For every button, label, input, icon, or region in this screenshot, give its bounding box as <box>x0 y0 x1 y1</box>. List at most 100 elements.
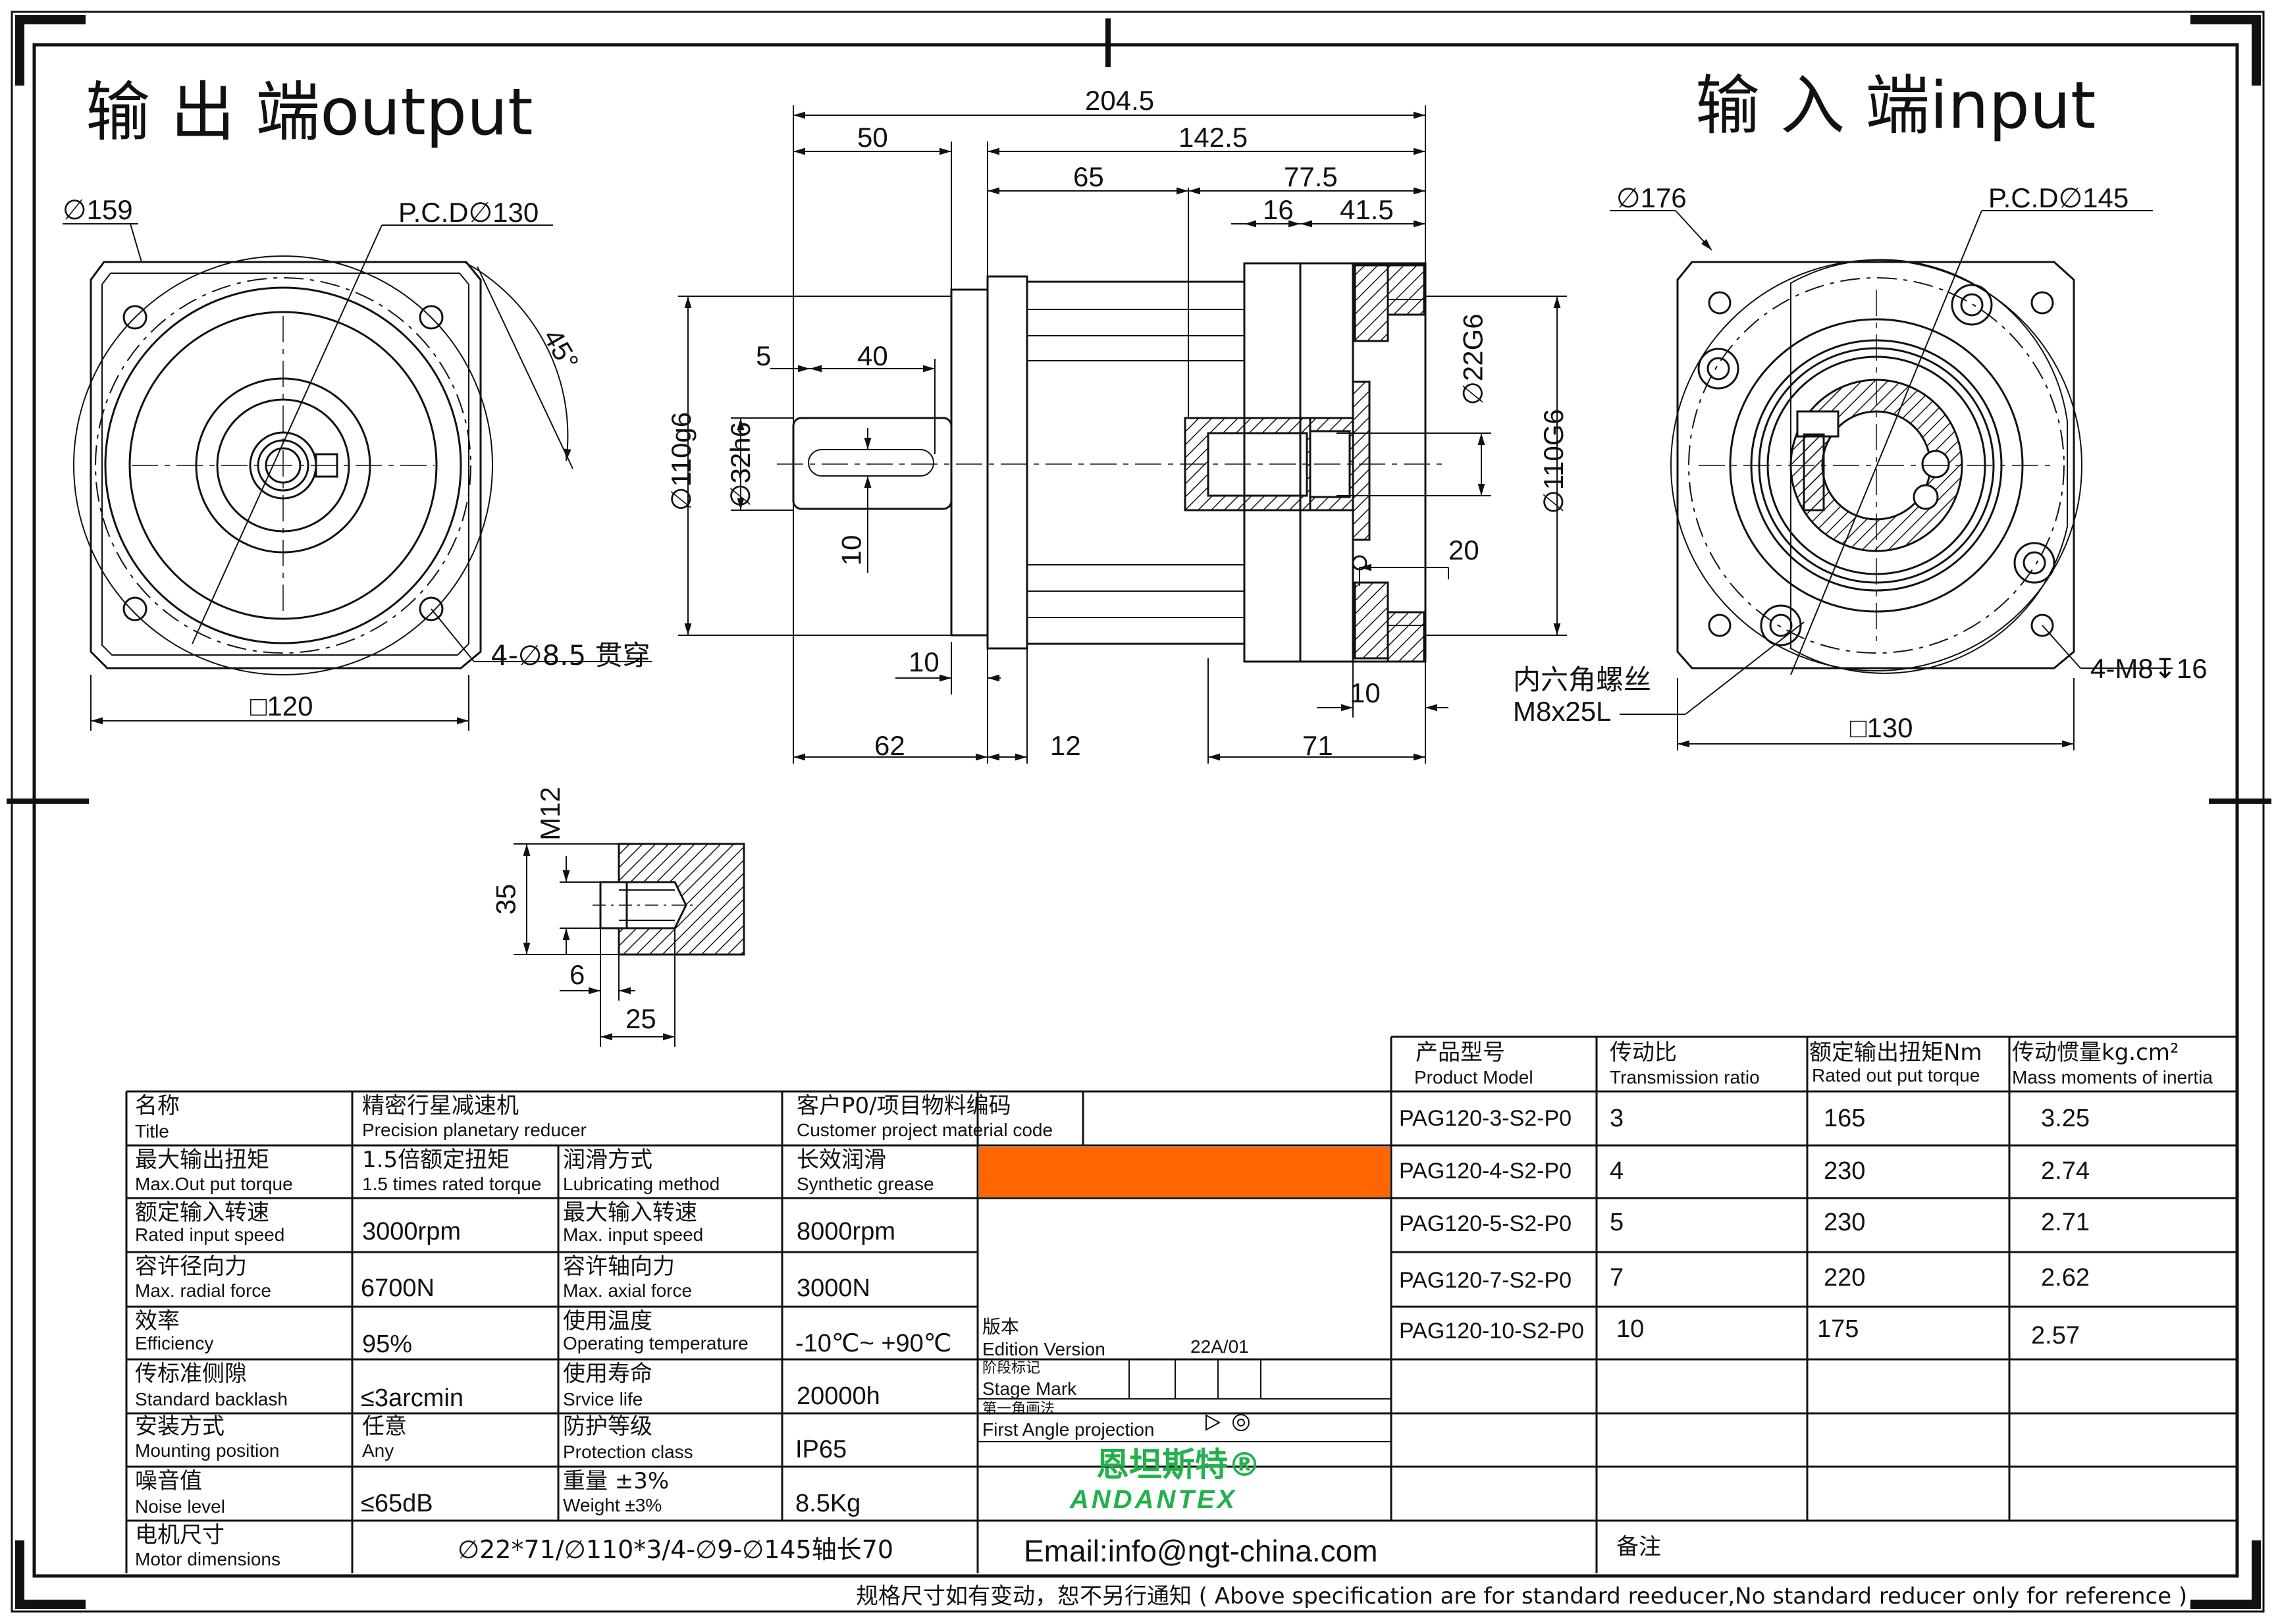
model-row-2-inertia: 2.74 <box>2041 1157 2090 1185</box>
spec-r3-c1-en: Max. radial force <box>135 1280 271 1301</box>
dim-d32h6: ∅32h6 <box>725 421 756 508</box>
output-end-view <box>63 223 652 731</box>
spec-r1-c3-en: Lubricating method <box>563 1174 720 1194</box>
dim-output-d159: ∅159 <box>63 194 133 225</box>
spec-r6-c3-cn: 防护等级 <box>563 1413 652 1440</box>
dim-d22g6: ∅22G6 <box>1457 313 1489 406</box>
spec-r2-c3-en: Max. input speed <box>563 1224 704 1245</box>
footer-note: 规格尺寸如有变动，恕不另行通知 ( Above specification ar… <box>856 1583 2188 1610</box>
spec-r5-c1-cn: 传标准侧隙 <box>135 1361 247 1387</box>
dim-10-left: 10 <box>909 646 940 677</box>
dim-input-holes: 4-M8↧16 <box>2090 653 2208 684</box>
dim-detail-35: 35 <box>490 883 521 915</box>
spec-r4-c4: -10℃~ +90℃ <box>795 1330 952 1357</box>
spec-r2-c4: 8000rpm <box>797 1218 895 1245</box>
model-header-model-cn: 产品型号 <box>1416 1039 1505 1066</box>
model-row-3-ratio: 5 <box>1610 1209 1624 1236</box>
spec-r5-c3-cn: 使用寿命 <box>563 1361 652 1387</box>
dim-detail-25: 25 <box>625 1003 656 1034</box>
dim-output-square120: □120 <box>250 691 313 721</box>
model-row-1-torque: 165 <box>1824 1105 1866 1132</box>
dim-41-5: 41.5 <box>1340 194 1394 225</box>
model-header-torque-en: Rated out put torque <box>1812 1065 1980 1086</box>
dim-detail-m12: M12 <box>534 787 566 841</box>
model-header-model-en: Product Model <box>1414 1067 1533 1087</box>
spec-r4-c1-cn: 效率 <box>135 1308 180 1334</box>
dim-detail-6: 6 <box>569 959 585 990</box>
edition-value: 22A/01 <box>1190 1336 1249 1357</box>
spec-r6-c1-cn: 安装方式 <box>135 1413 225 1440</box>
edition-cn: 版本 <box>982 1316 1020 1338</box>
spec-r1-c2-en: 1.5 times rated torque <box>362 1174 542 1194</box>
dim-input-screw-cn: 内六角螺丝 <box>1513 664 1652 696</box>
detail-shaft-end-view <box>514 843 745 1047</box>
model-header-ratio-cn: 传动比 <box>1610 1039 1677 1066</box>
side-section-view <box>678 105 1567 764</box>
dim-12: 12 <box>1050 730 1081 761</box>
spec-r7-c3-cn: 重量 ±3% <box>563 1468 670 1494</box>
model-row-5-ratio: 10 <box>1616 1315 1645 1343</box>
spec-r3-c2: 6700N <box>361 1274 435 1302</box>
model-row-2-torque: 230 <box>1824 1157 1866 1185</box>
spec-r7-c3-en: Weight ±3% <box>563 1495 662 1515</box>
dim-16: 16 <box>1263 194 1294 225</box>
spec-r0-c3-en: Customer project material code <box>797 1120 1053 1140</box>
spec-r5-c1-en: Standard backlash <box>135 1389 288 1409</box>
spec-r0-c3-cn: 客户P0/项目物料编码 <box>797 1093 1011 1119</box>
model-row-2-ratio: 4 <box>1610 1157 1624 1185</box>
dim-65: 65 <box>1073 161 1104 192</box>
dim-20: 20 <box>1448 535 1479 565</box>
dim-output-pcd130: P.C.D∅130 <box>398 197 539 228</box>
model-header-ratio-en: Transmission ratio <box>1610 1067 1760 1087</box>
dim-62: 62 <box>874 730 905 761</box>
dim-input-square130: □130 <box>1850 712 1913 743</box>
spec-r2-c1-cn: 额定输入转速 <box>135 1199 269 1226</box>
drawing-frame <box>7 11 2271 1613</box>
material-code-highlight <box>979 1147 1390 1197</box>
spec-r1-c1-en: Max.Out put torque <box>135 1174 293 1194</box>
dim-input-d176: ∅176 <box>1616 182 1687 213</box>
edition-en: Edition Version <box>982 1339 1105 1359</box>
dim-input-screw-spec: M8x25L <box>1513 696 1612 727</box>
spec-r6-c1-en: Mounting position <box>135 1440 280 1461</box>
spec-r2-c3-cn: 最大输入转速 <box>563 1199 697 1226</box>
dim-keyway-10: 10 <box>835 535 867 566</box>
dim-d110g6-left: ∅110g6 <box>666 411 697 511</box>
spec-r4-c3-en: Operating temperature <box>563 1333 749 1353</box>
model-row-1-ratio: 3 <box>1610 1105 1624 1132</box>
stage-cn: 阶段标记 <box>982 1360 1041 1376</box>
spec-r4-c2: 95% <box>362 1330 413 1358</box>
spec-r5-c3-en: Srvice life <box>563 1389 643 1409</box>
model-row-4-torque: 220 <box>1824 1264 1866 1292</box>
model-row-1-inertia: 3.25 <box>2041 1105 2090 1132</box>
spec-r5-c4: 20000h <box>797 1382 880 1410</box>
spec-r6-c4: IP65 <box>795 1436 847 1463</box>
spec-r4-c1-en: Efficiency <box>135 1333 214 1353</box>
brand-logo-cn: 恩坦斯特® <box>1096 1446 1261 1484</box>
spec-r2-c2: 3000rpm <box>362 1218 461 1245</box>
spec-r7-c1-cn: 噪音值 <box>135 1468 202 1494</box>
spec-r1-c3-cn: 润滑方式 <box>563 1147 652 1173</box>
table-grid <box>125 1035 2237 1573</box>
spec-r1-c4-en: Synthetic grease <box>797 1174 934 1194</box>
spec-r6-c3-en: Protection class <box>563 1442 693 1462</box>
spec-r0-c2-cn: 精密行星减速机 <box>362 1093 519 1119</box>
spec-motor-label-en: Motor dimensions <box>135 1549 280 1569</box>
stage-en: Stage Mark <box>982 1378 1077 1399</box>
model-header-torque-cn: 额定输出扭矩Nm <box>1809 1039 1982 1066</box>
contact-email: Email:info@ngt-china.com <box>1024 1534 1378 1568</box>
model-row-5-torque: 175 <box>1817 1315 1859 1343</box>
model-header-inertia-en: Mass moments of inertia <box>2012 1067 2213 1087</box>
model-row-1-model: PAG120-3-S2-P0 <box>1399 1106 1572 1131</box>
output-view-title: 输 出 端output <box>86 75 533 150</box>
spec-r3-c4: 3000N <box>797 1274 870 1302</box>
dim-input-pcd145: P.C.D∅145 <box>1988 182 2129 213</box>
input-end-view <box>1610 210 2173 750</box>
dim-output-holes: 4-∅8.5 贯穿 <box>490 639 650 671</box>
dim-77-5: 77.5 <box>1284 161 1338 192</box>
dim-50: 50 <box>857 122 888 153</box>
dim-5: 5 <box>756 340 772 371</box>
spec-r1-c2-cn: 1.5倍额定扭矩 <box>362 1147 510 1173</box>
dim-d110g6-right: ∅110G6 <box>1537 409 1569 514</box>
